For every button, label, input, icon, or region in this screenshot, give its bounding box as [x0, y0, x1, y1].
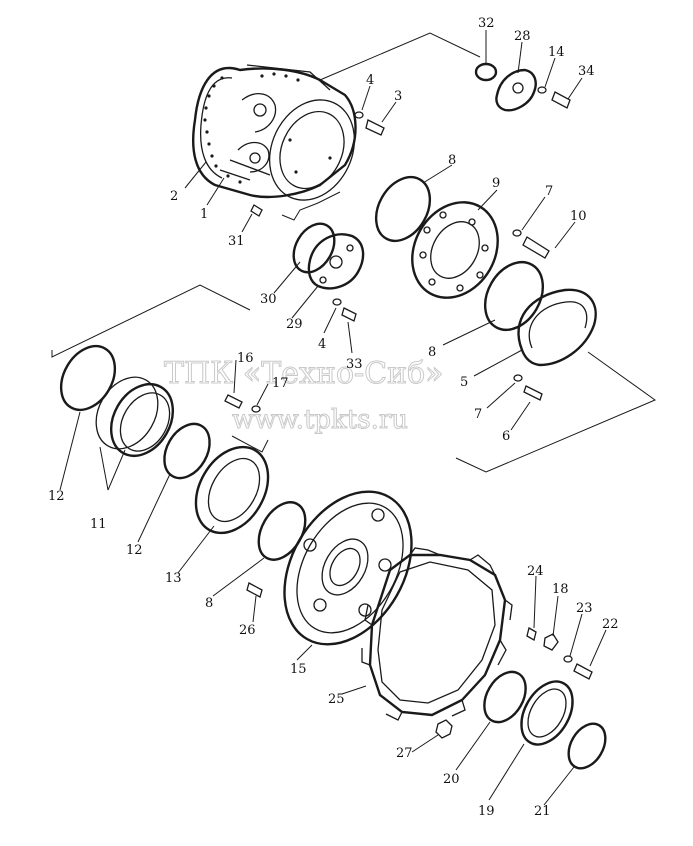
- callout-8-mid: 8: [428, 345, 436, 360]
- part-26-bolt: [246, 582, 263, 598]
- callout-30: 30: [260, 292, 277, 307]
- bolt-33-washer-4: [332, 298, 357, 322]
- callout-4-mid: 4: [318, 337, 326, 352]
- housing-assembly: [192, 64, 357, 201]
- callout-6: 6: [502, 429, 510, 444]
- callout-34: 34: [578, 64, 595, 79]
- part-25-sprocket-segments: [361, 547, 513, 721]
- callout-24: 24: [527, 564, 544, 579]
- part-31-pin: [250, 204, 263, 217]
- callout-29: 29: [286, 317, 303, 332]
- housing-bolt-pattern: [203, 72, 332, 184]
- part-29-plate: [307, 233, 365, 290]
- callout-20: 20: [443, 772, 460, 787]
- o-ring-8-middle: [483, 261, 545, 331]
- part-9-retainer: [411, 201, 499, 299]
- callout-7-low: 7: [474, 407, 482, 422]
- callout-32: 32: [478, 16, 495, 31]
- callout-numbers: 32 28 14 34 4 3 8 9 7 10 2 1 31 30 29 4 …: [48, 16, 619, 819]
- bolt-16-washer-17: [224, 394, 261, 413]
- part-30-seal-ring: [292, 222, 336, 274]
- ring-12-lower: [163, 422, 211, 480]
- callout-21: 21: [534, 804, 551, 819]
- part-19-gear: [520, 680, 574, 746]
- callout-22: 22: [602, 617, 619, 632]
- part-27-nut: [435, 719, 453, 739]
- callout-10: 10: [570, 209, 587, 224]
- part-15-hub: [283, 490, 413, 646]
- callout-31: 31: [228, 234, 245, 249]
- callout-28: 28: [514, 29, 531, 44]
- watermark-company: ТПК «Техно-Сиб»: [164, 356, 444, 391]
- bolt-10-washer-7: [512, 229, 550, 259]
- watermark-url: www.tpkts.ru: [232, 405, 408, 435]
- callout-25: 25: [328, 692, 345, 707]
- callout-18: 18: [552, 582, 569, 597]
- callout-15: 15: [290, 662, 307, 677]
- callout-5: 5: [460, 375, 468, 390]
- callout-12-upper: 12: [48, 489, 65, 504]
- assembly-brackets: [51, 32, 657, 473]
- callout-9: 9: [492, 176, 500, 191]
- bolt-6-washer-7: [513, 374, 543, 401]
- callout-23: 23: [576, 601, 593, 616]
- parts-24-18-23-22: [526, 627, 593, 680]
- callout-8-low: 8: [205, 596, 213, 611]
- callout-33: 33: [346, 357, 363, 372]
- callout-16: 16: [237, 351, 254, 366]
- callout-4-top: 4: [366, 73, 374, 88]
- callout-11: 11: [90, 517, 107, 532]
- callout-26: 26: [239, 623, 256, 638]
- ring-21: [567, 722, 607, 770]
- callout-14: 14: [548, 45, 565, 60]
- callout-8-top: 8: [448, 153, 456, 168]
- callout-1: 1: [200, 207, 208, 222]
- part-13-retainer: [194, 445, 270, 535]
- callout-7-top: 7: [545, 184, 553, 199]
- callout-13: 13: [165, 571, 182, 586]
- o-ring-8-upper: [374, 176, 432, 242]
- part-5-seal-cover: [517, 288, 597, 367]
- callout-2: 2: [170, 189, 178, 204]
- ring-12-upper: [59, 345, 117, 411]
- callout-27: 27: [396, 746, 413, 761]
- callout-3: 3: [394, 89, 402, 104]
- callout-12-lower: 12: [126, 543, 143, 558]
- callout-17: 17: [272, 376, 289, 391]
- cover-group: [474, 62, 571, 112]
- ring-20: [483, 670, 527, 724]
- callout-19: 19: [478, 804, 495, 819]
- bolt-3-washer-4: [354, 111, 385, 136]
- leader-lines: [59, 30, 607, 806]
- part-11-floating-seals: [95, 376, 175, 457]
